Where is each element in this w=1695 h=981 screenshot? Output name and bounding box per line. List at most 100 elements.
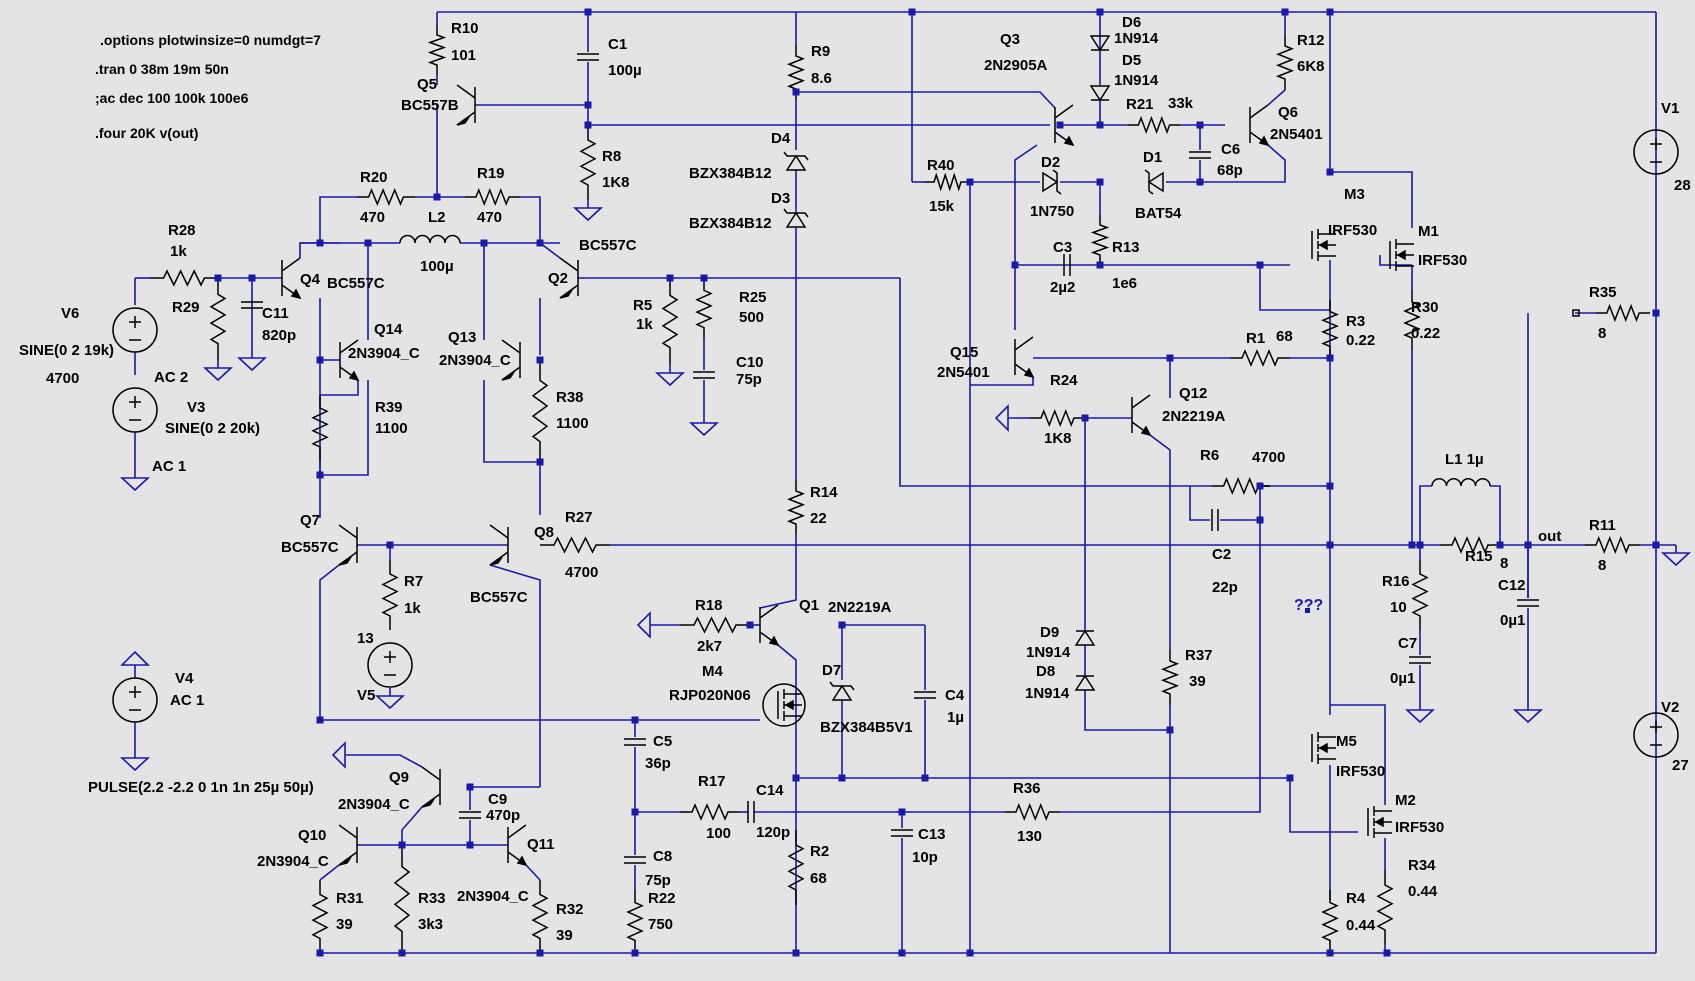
label-r34[interactable]: R34 [1408, 857, 1436, 874]
resistor-r35[interactable] [1596, 303, 1650, 323]
label-m4[interactable]: M4 [702, 663, 723, 680]
label-r22[interactable]: R22 [648, 890, 676, 907]
label-c7[interactable]: C7 [1398, 635, 1417, 652]
label-q13[interactable]: Q13 [448, 329, 476, 346]
inductor-l1[interactable] [1431, 478, 1491, 487]
resistor-r28[interactable] [150, 269, 218, 287]
voltage-source-v4[interactable] [112, 677, 158, 723]
label-r2[interactable]: R2 [810, 843, 829, 860]
label-c9[interactable]: C9 [488, 791, 507, 808]
resistor-r1[interactable] [1230, 349, 1290, 367]
resistor-r19[interactable] [465, 187, 520, 207]
label-v5[interactable]: V5 [357, 687, 375, 704]
label-m3[interactable]: M3 [1344, 186, 1365, 203]
resistor-r38[interactable] [531, 360, 549, 462]
resistor-r22[interactable] [626, 890, 644, 953]
label-r14[interactable]: R14 [810, 484, 838, 501]
resistor-r3[interactable] [1321, 300, 1339, 358]
resistor-r34[interactable] [1376, 870, 1394, 945]
transistor-q2[interactable] [559, 257, 579, 299]
capacitor-c6[interactable] [1189, 151, 1211, 159]
label-r30[interactable]: R30 [1411, 299, 1439, 316]
label-r18[interactable]: R18 [695, 597, 723, 614]
label-r4[interactable]: R4 [1346, 890, 1366, 907]
label-r1[interactable]: R1 [1246, 330, 1265, 347]
label-r38[interactable]: R38 [556, 389, 584, 406]
label-r6[interactable]: R6 [1200, 447, 1219, 464]
label-c4[interactable]: C4 [945, 687, 965, 704]
resistor-r14[interactable] [786, 480, 806, 535]
resistor-r36[interactable] [1005, 802, 1060, 822]
voltage-source-v3[interactable] [112, 387, 158, 433]
label-r10[interactable]: R10 [451, 20, 479, 37]
label-r8[interactable]: R8 [602, 148, 621, 165]
label-r25[interactable]: R25 [739, 289, 767, 306]
label-l2[interactable]: L2 [428, 209, 446, 226]
label-r35[interactable]: R35 [1589, 284, 1617, 301]
resistor-r7[interactable] [381, 560, 399, 630]
transistor-q15[interactable] [1014, 336, 1035, 379]
resistor-r9[interactable] [786, 45, 806, 100]
capacitor-c9[interactable] [459, 811, 481, 819]
resistor-r4[interactable] [1321, 890, 1339, 953]
mosfet-m5[interactable] [1311, 732, 1336, 764]
resistor-r17[interactable] [680, 803, 740, 821]
label-r40[interactable]: R40 [927, 157, 955, 174]
voltage-source-v1[interactable] [1633, 129, 1679, 175]
mosfet-m1[interactable] [1389, 239, 1414, 271]
label-r31[interactable]: R31 [336, 890, 364, 907]
transistor-q4[interactable] [281, 257, 302, 300]
capacitor-c8[interactable] [624, 856, 646, 864]
label-c12[interactable]: C12 [1498, 577, 1526, 594]
label-r24[interactable]: R24 [1050, 372, 1078, 389]
label-d6[interactable]: D6 [1122, 14, 1141, 31]
label-m5[interactable]: M5 [1336, 733, 1357, 750]
label-r19[interactable]: R19 [477, 165, 505, 182]
resistor-r13[interactable] [1090, 215, 1110, 265]
label-c2[interactable]: C2 [1212, 546, 1231, 563]
label-r32[interactable]: R32 [556, 901, 584, 918]
transistor-q1[interactable] [759, 604, 780, 647]
label-d5[interactable]: D5 [1122, 52, 1141, 69]
resistor-r11[interactable] [1585, 535, 1640, 555]
zener-d3[interactable] [783, 208, 809, 228]
capacitor-c4[interactable] [914, 691, 936, 699]
capacitor-c3[interactable] [1063, 254, 1071, 276]
label-r13[interactable]: R13 [1112, 239, 1140, 256]
label-q1[interactable]: Q1 [799, 597, 819, 614]
diode-d8[interactable] [1074, 674, 1096, 691]
label-q6[interactable]: Q6 [1278, 104, 1298, 121]
label-r37[interactable]: R37 [1185, 647, 1213, 664]
resistor-r30[interactable] [1403, 290, 1421, 350]
label-r36[interactable]: R36 [1013, 780, 1041, 797]
resistor-r29[interactable] [209, 278, 227, 360]
label-r3[interactable]: R3 [1346, 313, 1365, 330]
resistor-r21[interactable] [1128, 115, 1180, 135]
resistor-r16[interactable] [1411, 560, 1429, 630]
label-d3[interactable]: D3 [771, 190, 790, 207]
resistor-r15[interactable] [1440, 536, 1500, 554]
diode-d6[interactable] [1089, 35, 1111, 52]
label-r7[interactable]: R7 [404, 573, 423, 590]
label-r39[interactable]: R39 [375, 399, 403, 416]
label-q14[interactable]: Q14 [374, 321, 403, 338]
transistor-q7[interactable] [338, 524, 358, 566]
resistor-r8[interactable] [579, 125, 597, 200]
label-d7[interactable]: D7 [822, 662, 841, 679]
label-r20[interactable]: R20 [360, 169, 388, 186]
transistor-q9[interactable] [421, 766, 441, 808]
voltage-source-v6[interactable] [112, 307, 158, 353]
resistor-r2[interactable] [787, 830, 805, 905]
label-q12[interactable]: Q12 [1179, 385, 1207, 402]
label-v2[interactable]: V2 [1661, 699, 1679, 716]
resistor-r31[interactable] [311, 880, 329, 953]
label-d2[interactable]: D2 [1041, 154, 1060, 171]
label-r29[interactable]: R29 [172, 299, 200, 316]
label-r11[interactable]: R11 [1589, 517, 1616, 534]
capacitor-c7[interactable] [1409, 656, 1431, 664]
voltage-source-v5[interactable] [367, 642, 413, 688]
resistor-r32[interactable] [531, 880, 549, 953]
label-q15[interactable]: Q15 [950, 344, 978, 361]
transistor-q14[interactable] [339, 339, 360, 382]
label-r27[interactable]: R27 [565, 509, 593, 526]
